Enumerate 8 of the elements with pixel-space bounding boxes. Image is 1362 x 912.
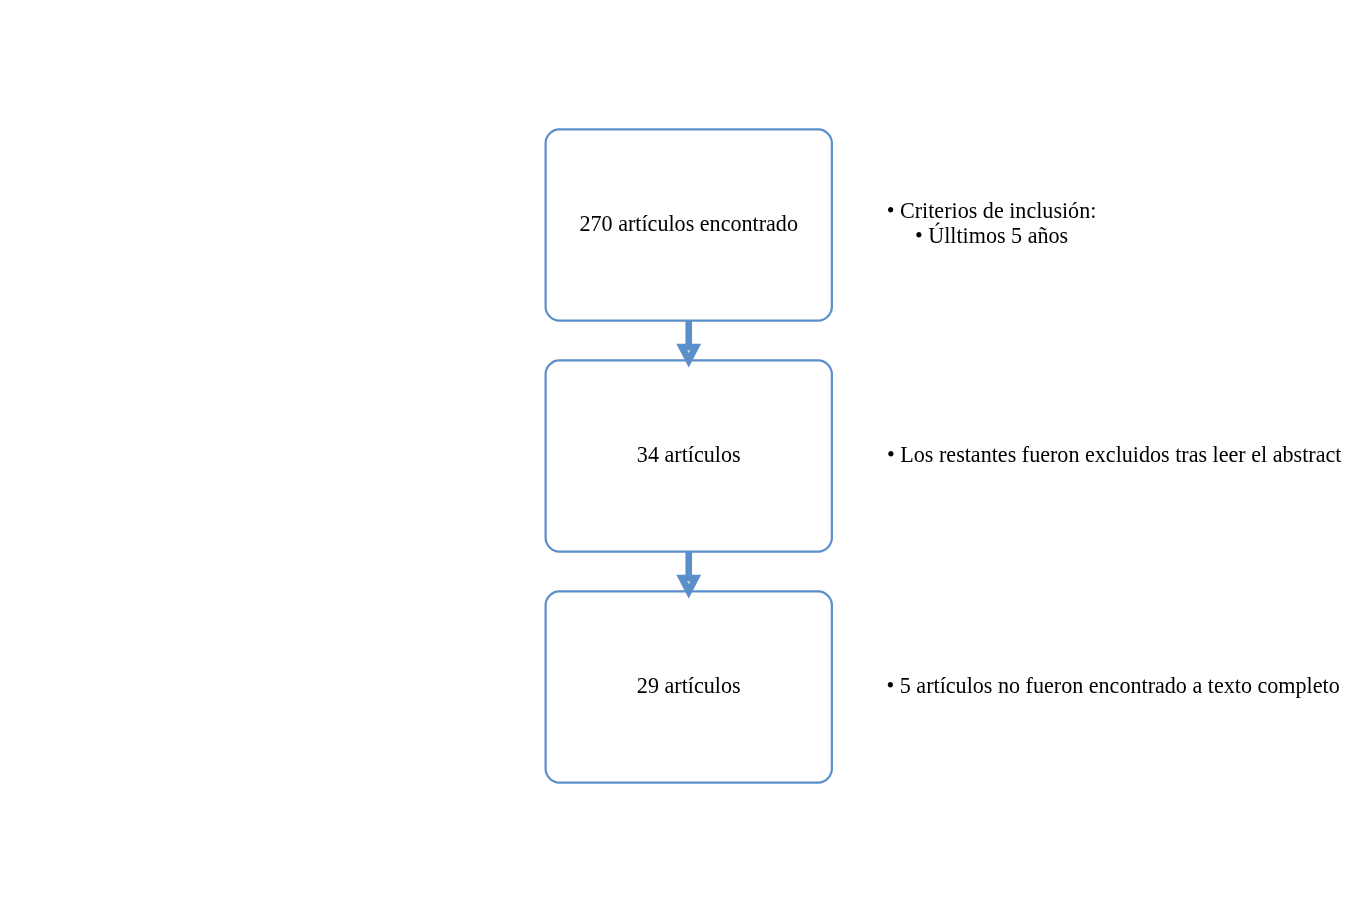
arrow <box>676 551 702 599</box>
node-box: 34 artículos <box>544 359 833 553</box>
node-label: • Úlltimos 5 años <box>914 222 1069 248</box>
node-label: • Los restantes fueron excluidos tras leer el abstract <box>887 441 1342 467</box>
node-box: 29 artículos <box>544 590 833 784</box>
arrow <box>676 320 702 368</box>
node-label: • 5 artículos no fueron encontrado a texto completo <box>886 672 1340 698</box>
node-box: 270 artículos encontrado <box>544 128 833 322</box>
